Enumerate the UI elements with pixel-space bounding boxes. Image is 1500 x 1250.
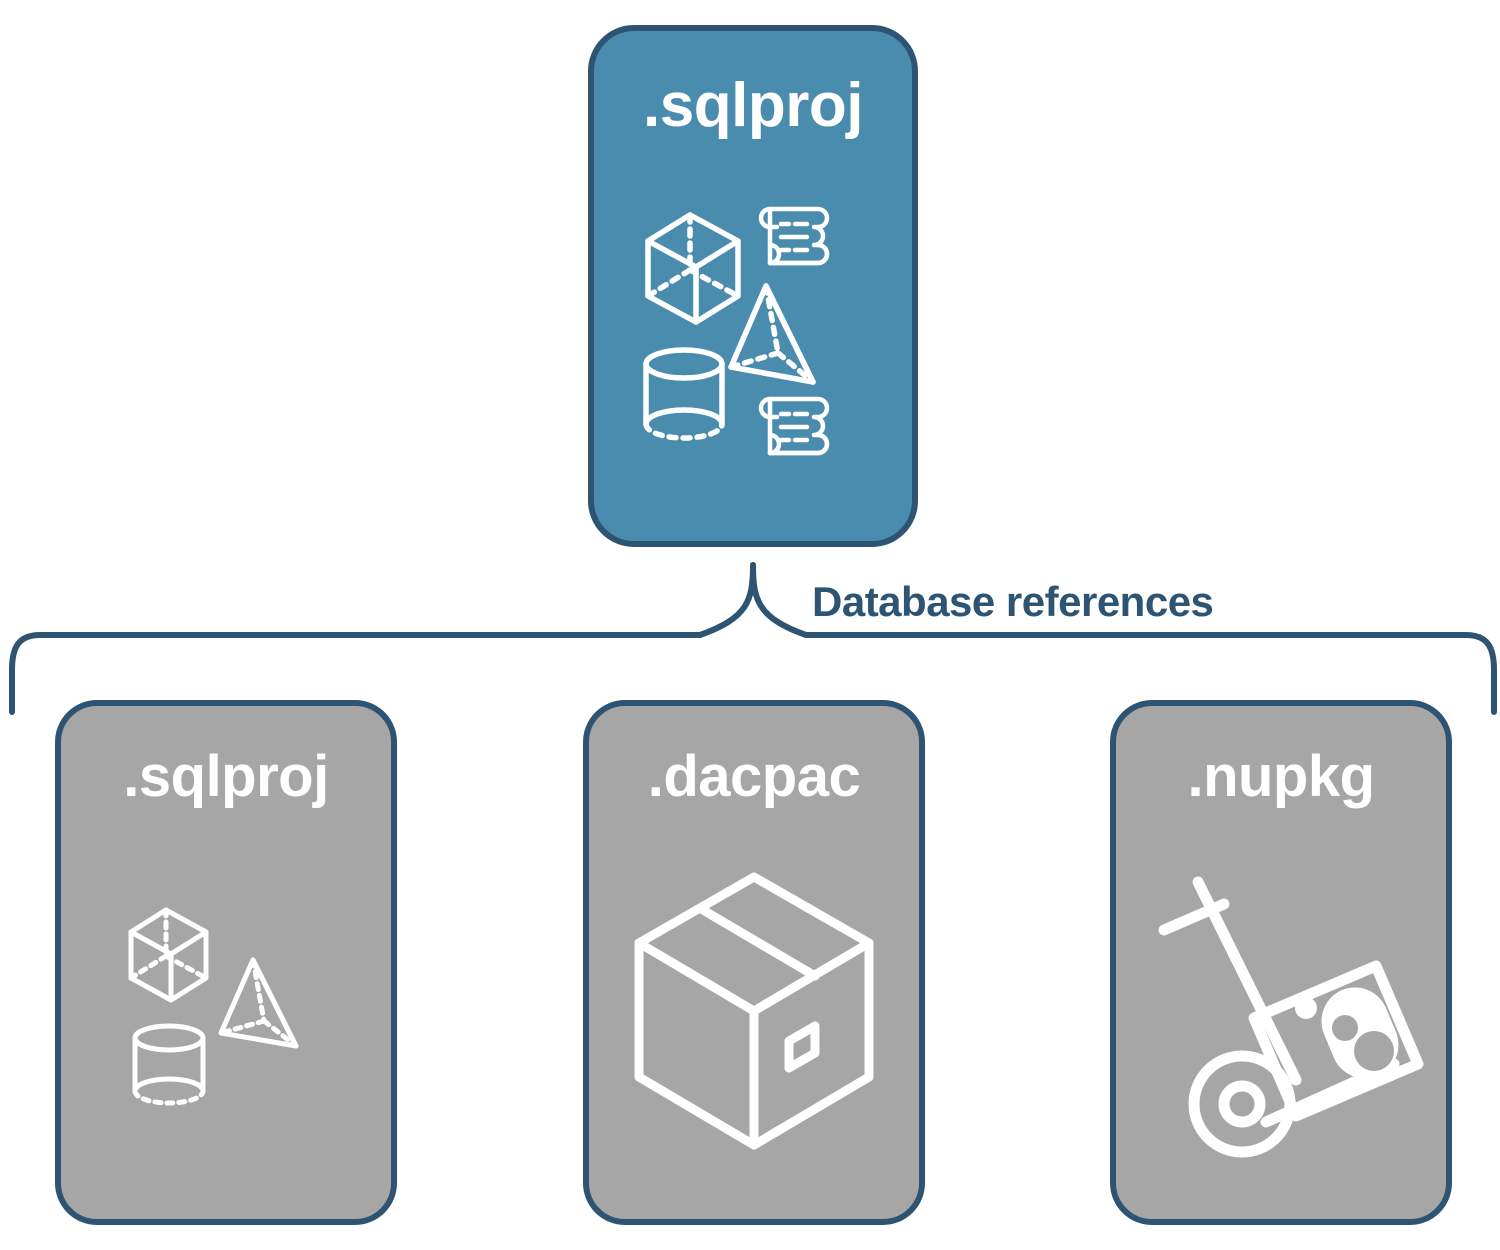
card-reference-nupkg[interactable]: .nupkg	[1110, 700, 1452, 1225]
card-reference-sqlproj[interactable]: .sqlproj	[55, 700, 397, 1225]
scroll-icon	[758, 396, 830, 456]
cube-icon	[645, 212, 741, 325]
nuget-package-icon	[1248, 960, 1424, 1121]
card-reference-dacpac-title: .dacpac	[647, 744, 861, 809]
card-root-title: .sqlproj	[643, 71, 863, 140]
pyramid-icon	[728, 283, 816, 385]
connector-label: Database references	[812, 578, 1214, 625]
card-reference-dacpac-icon-area	[589, 806, 919, 1219]
card-reference-sqlproj-title: .sqlproj	[123, 744, 329, 809]
cylinder-icon	[132, 1023, 206, 1105]
root-icon-group	[643, 206, 830, 456]
card-root-icon-area	[594, 137, 912, 541]
shipping-box-icon	[634, 872, 874, 1149]
scroll-icon	[758, 206, 830, 266]
card-reference-dacpac[interactable]: .dacpac	[583, 700, 925, 1225]
card-reference-sqlproj-icon-area	[61, 806, 391, 1219]
nupkg-icon-group	[1158, 876, 1424, 1157]
brace-left-arm	[9, 562, 756, 715]
cube-icon	[128, 907, 209, 1002]
card-reference-nupkg-icon-area	[1116, 806, 1446, 1219]
cylinder-icon	[643, 347, 725, 441]
card-reference-nupkg-title: .nupkg	[1187, 744, 1375, 809]
sqlproj-ref-icon-group	[128, 907, 299, 1105]
card-root-sqlproj[interactable]: .sqlproj	[588, 25, 918, 547]
pyramid-icon	[218, 957, 299, 1048]
